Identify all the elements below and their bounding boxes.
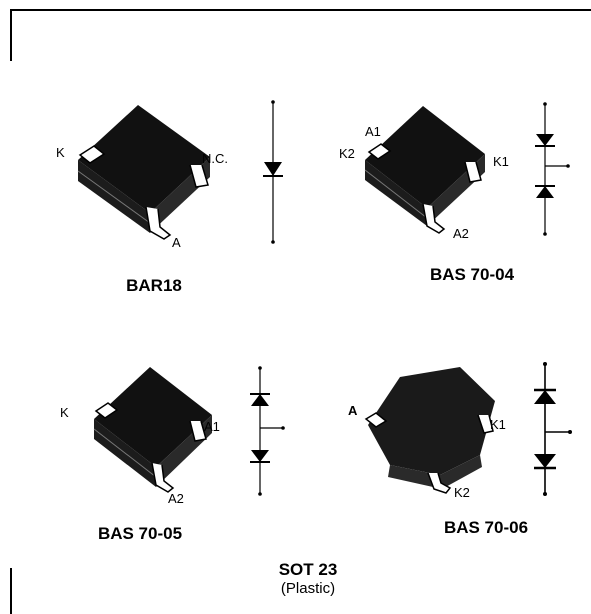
pin-label-bottom: A2: [453, 226, 469, 241]
package-type-footer: SOT 23 (Plastic): [279, 560, 338, 598]
pin-label-right: N.C.: [202, 151, 228, 166]
pin-label-right: K1: [490, 417, 506, 432]
sot23-package-drawing: K A1 A2: [60, 367, 220, 506]
pin-label-right: A1: [204, 419, 220, 434]
frame-top-line: [10, 9, 591, 11]
pin-label-left: K: [56, 145, 65, 160]
caption-bar18: BAR18: [126, 276, 182, 295]
package-bas7006: A K1 K2: [330, 355, 530, 515]
frame-left-line-top: [10, 9, 12, 61]
footer-subtitle: (Plastic): [280, 580, 336, 597]
pin-label-left: K2: [339, 146, 355, 161]
bas7005-diode-symbol: [250, 366, 285, 496]
package-bar18: K N.C. A: [50, 95, 250, 265]
pin-label-left: K: [60, 405, 69, 420]
pin-label-right: K1: [493, 154, 509, 169]
caption-bas7004: BAS 70-04: [429, 265, 515, 284]
pin-label-top: A1: [365, 124, 381, 139]
sot23-package-drawing: A K1 K2: [348, 367, 506, 500]
sot23-package-drawing: K N.C. A: [56, 105, 228, 250]
frame-left-line-bottom: [10, 568, 12, 614]
caption-bas7006: BAS 70-06: [443, 518, 529, 537]
package-bas7005: K A1 A2: [52, 355, 242, 515]
package-bas7004: A1 K2 K1 A2: [335, 92, 535, 252]
pin-label-bottom: K2: [454, 485, 470, 500]
bas7006-diode-symbol: [534, 362, 572, 496]
pin-label-bottom: A2: [168, 491, 184, 506]
sot23-package-drawing: A1 K2 K1 A2: [339, 106, 509, 241]
pin-label-left: A: [348, 403, 358, 418]
pin-label-bottom: A: [172, 235, 181, 250]
footer-title: SOT 23: [278, 560, 338, 579]
caption-bas7005: BAS 70-05: [97, 524, 183, 543]
bas7004-diode-symbol: [535, 102, 570, 236]
bar18-diode-symbol: [263, 100, 283, 244]
